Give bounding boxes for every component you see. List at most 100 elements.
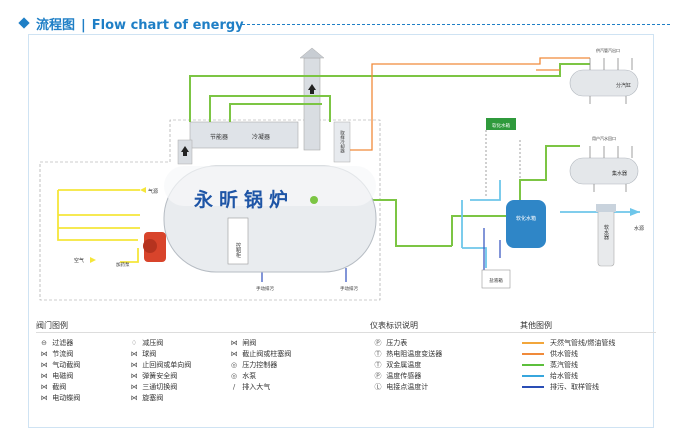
valve-legend-label: 旋塞阀 bbox=[140, 394, 164, 402]
valve-legend-label: 止回阀或单向阀 bbox=[140, 361, 192, 369]
title-en: Flow chart of energy bbox=[91, 18, 244, 33]
instrument-symbol-icon: Ⓟ bbox=[374, 372, 382, 380]
instrument-legend-item: Ⓣ 双金属温度 bbox=[372, 360, 422, 370]
valve-symbol-icon: ⋈ bbox=[40, 350, 48, 358]
legend-valves-title: 阀门图例 bbox=[36, 321, 68, 330]
soft-device-label: 软水器 bbox=[603, 224, 609, 241]
diagram-frame bbox=[28, 34, 654, 428]
pipe-legend-label: 天然气管线/燃油管线 bbox=[550, 339, 616, 347]
valve-symbol-icon: ⋈ bbox=[40, 372, 48, 380]
instrument-legend-label: 压力表 bbox=[384, 339, 408, 347]
drain-label-1: 手动排污 bbox=[256, 285, 274, 292]
steam-outlet bbox=[310, 196, 318, 204]
pipe-legend-item: 供水管线 bbox=[522, 349, 578, 359]
valve-legend-label: 节流阀 bbox=[50, 350, 74, 358]
valve-legend-item: / 排入大气 bbox=[228, 382, 270, 392]
legend-pipes: 其他图例 bbox=[520, 320, 660, 416]
valve-symbol-icon: ⋈ bbox=[230, 350, 238, 358]
pipe-legend-item: 天然气管线/燃油管线 bbox=[522, 338, 615, 348]
instrument-legend-label: 电接点温度计 bbox=[384, 383, 429, 391]
stack-arrow-icon bbox=[181, 146, 189, 156]
valve-legend-label: 弹簧安全阀 bbox=[140, 372, 178, 380]
sampling-label: 取样冷却器 bbox=[340, 131, 345, 155]
instrument-legend-label: 双金属温度 bbox=[384, 361, 422, 369]
gas-arrow-icon bbox=[140, 187, 146, 193]
valve-legend-label: 排入大气 bbox=[240, 383, 271, 391]
valve-legend-label: 水泵 bbox=[240, 372, 257, 380]
salt-tank bbox=[481, 269, 511, 289]
valve-legend-label: 气动截阀 bbox=[50, 361, 81, 369]
burner-pump-label: 加药泵 bbox=[116, 261, 130, 268]
valve-legend-item: ⋈ 气动截阀 bbox=[38, 360, 81, 370]
instrument-symbol-icon: Ⓛ bbox=[374, 383, 382, 391]
instrument-symbol-icon: Ⓣ bbox=[374, 350, 382, 358]
valve-legend-item: ⋈ 电动蝶阀 bbox=[38, 393, 81, 403]
valve-legend-label: 电磁阀 bbox=[50, 372, 74, 380]
collect-cylinder bbox=[569, 157, 639, 185]
valve-legend-item: ⋈ 旋塞阀 bbox=[128, 393, 164, 403]
legend-instruments-title: 仪表标识说明 bbox=[370, 321, 418, 330]
softwater-tank-label: 软化水箱 bbox=[516, 215, 536, 222]
valve-symbol-icon: ⊖ bbox=[41, 339, 47, 347]
boiler-name: 永昕锅炉 bbox=[193, 188, 294, 211]
salt-tank-label: 盐液箱 bbox=[489, 277, 503, 284]
legend-divider bbox=[36, 332, 656, 333]
chimney-cap bbox=[299, 47, 325, 59]
legend-pipes-title: 其他图例 bbox=[520, 321, 552, 330]
collect-cylinder-label: 集水器 bbox=[612, 170, 627, 177]
pipe-legend-item: 蒸汽管线 bbox=[522, 360, 578, 370]
drain-lines bbox=[261, 228, 501, 282]
valve-legend-item: ⋈ 节流阀 bbox=[38, 349, 74, 359]
cylinder-valves bbox=[589, 58, 633, 192]
economizer-box bbox=[189, 121, 299, 149]
valve-legend-label: 截止阀或柱塞阀 bbox=[240, 350, 292, 358]
pipe-swatch bbox=[522, 353, 544, 355]
instrument-symbol-icon: Ⓣ bbox=[374, 361, 382, 369]
valve-legend-item: ⋈ 弹簧安全阀 bbox=[128, 371, 178, 381]
valve-legend-item: ◎ 压力控制器 bbox=[228, 360, 277, 370]
page-header: 流程图|Flow chart of energy bbox=[18, 14, 670, 36]
softwater-box bbox=[486, 118, 516, 130]
condenser-label: 冷凝器 bbox=[252, 133, 270, 141]
sampling-cooler bbox=[333, 121, 351, 163]
title-cn: 流程图 bbox=[36, 18, 76, 33]
valve-symbol-icon: / bbox=[232, 383, 236, 391]
pipe-swatch bbox=[522, 364, 544, 366]
valve-legend-label: 减压阀 bbox=[140, 339, 164, 347]
instrument-legend-item: Ⓣ 热电阻温度变送器 bbox=[372, 349, 443, 359]
valve-legend-item: ⋈ 截阀 bbox=[38, 382, 67, 392]
valve-legend-item: ⋈ 闸阀 bbox=[228, 338, 257, 348]
pipe-legend-item: 给水管线 bbox=[522, 371, 578, 381]
instrument-legend-label: 热电阻温度变送器 bbox=[384, 350, 443, 358]
pipe-legend-label: 蒸汽管线 bbox=[550, 361, 578, 369]
valve-legend-label: 电动蝶阀 bbox=[50, 394, 81, 402]
instrument-legend-label: 温度传感器 bbox=[384, 372, 422, 380]
valve-symbol-icon: ◎ bbox=[230, 361, 238, 369]
instrument-symbol-icon: Ⓟ bbox=[374, 339, 382, 347]
valve-symbol-icon: ⋈ bbox=[130, 383, 138, 391]
valve-symbol-icon: ◎ bbox=[230, 372, 238, 380]
pipe-swatch bbox=[522, 375, 544, 377]
valve-symbol-icon: ⋈ bbox=[40, 383, 48, 391]
valve-legend-item: ♢ 减压阀 bbox=[128, 338, 163, 348]
instrument-legend-item: Ⓟ 压力表 bbox=[372, 338, 408, 348]
valve-legend-item: ⋈ 球阀 bbox=[128, 349, 157, 359]
valve-symbol-icon: ♢ bbox=[130, 339, 138, 347]
pipe-legend-label: 给水管线 bbox=[550, 372, 578, 380]
legend-instruments: 仪表标识说明 bbox=[370, 320, 520, 416]
gas-in-label: 气源 bbox=[148, 188, 158, 195]
drain-label-2: 手动排污 bbox=[340, 285, 358, 292]
valve-legend-item: ⋈ 止回阀或单向阀 bbox=[128, 360, 192, 370]
valve-legend-item: ⋈ 三通切换阀 bbox=[128, 382, 178, 392]
instrument-legend-item: Ⓟ 温度传感器 bbox=[372, 371, 422, 381]
valve-legend-label: 截阀 bbox=[50, 383, 67, 391]
valve-legend-label: 三通切换阀 bbox=[140, 383, 178, 391]
header-rule bbox=[242, 24, 670, 25]
valve-legend-item: ◎ 水泵 bbox=[228, 371, 256, 381]
pipe-swatch bbox=[522, 342, 544, 344]
boundary-dashed bbox=[39, 119, 381, 301]
economizer-label: 节能器 bbox=[210, 133, 228, 141]
burner-fan bbox=[143, 239, 157, 253]
valve-legend-item: ⋈ 电磁阀 bbox=[38, 371, 74, 381]
